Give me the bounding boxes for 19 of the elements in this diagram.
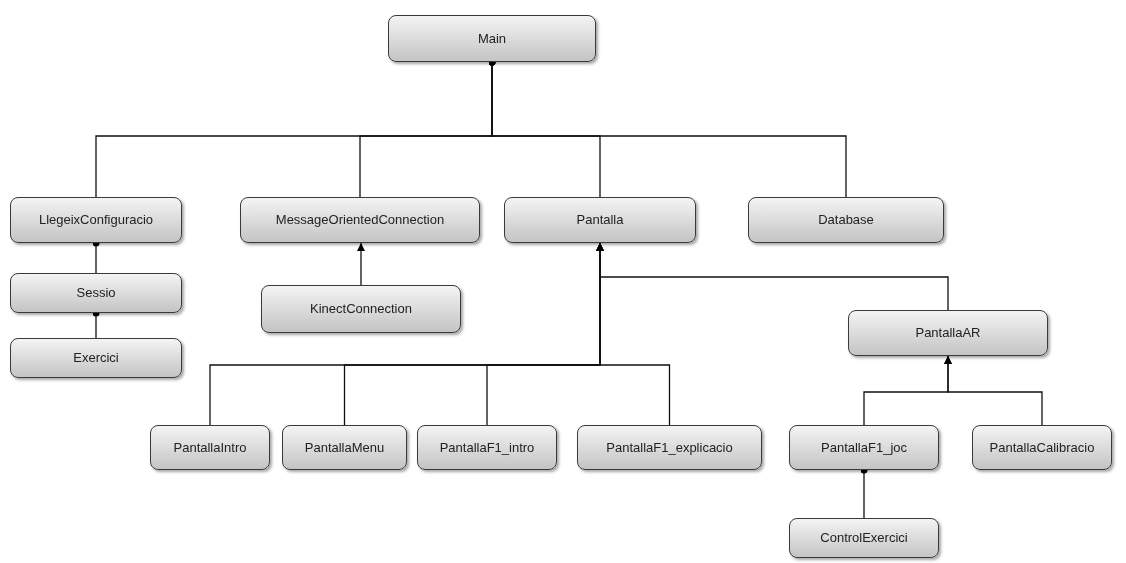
- class-box: KinectConnection: [261, 285, 461, 333]
- class-box: PantallaIntro: [150, 425, 270, 470]
- class-box: LlegeixConfiguracio: [10, 197, 182, 243]
- class-box: PantallaF1_joc: [789, 425, 939, 470]
- class-box: Exercici: [10, 338, 182, 378]
- class-box: PantallaF1_explicacio: [577, 425, 762, 470]
- class-box: Pantalla: [504, 197, 696, 243]
- class-box: Database: [748, 197, 944, 243]
- arrow: [357, 242, 365, 286]
- class-box: PantallaAR: [848, 310, 1048, 356]
- class-box: PantallaCalibracio: [972, 425, 1112, 470]
- class-box: PantallaF1_intro: [417, 425, 557, 470]
- class-box: PantallaMenu: [282, 425, 407, 470]
- class-box: Sessio: [10, 273, 182, 313]
- class-box: MessageOrientedConnection: [240, 197, 480, 243]
- arrow: [596, 242, 671, 426]
- class-box: Main: [388, 15, 596, 62]
- arrow: [944, 355, 1043, 426]
- class-box: ControlExercici: [789, 518, 939, 558]
